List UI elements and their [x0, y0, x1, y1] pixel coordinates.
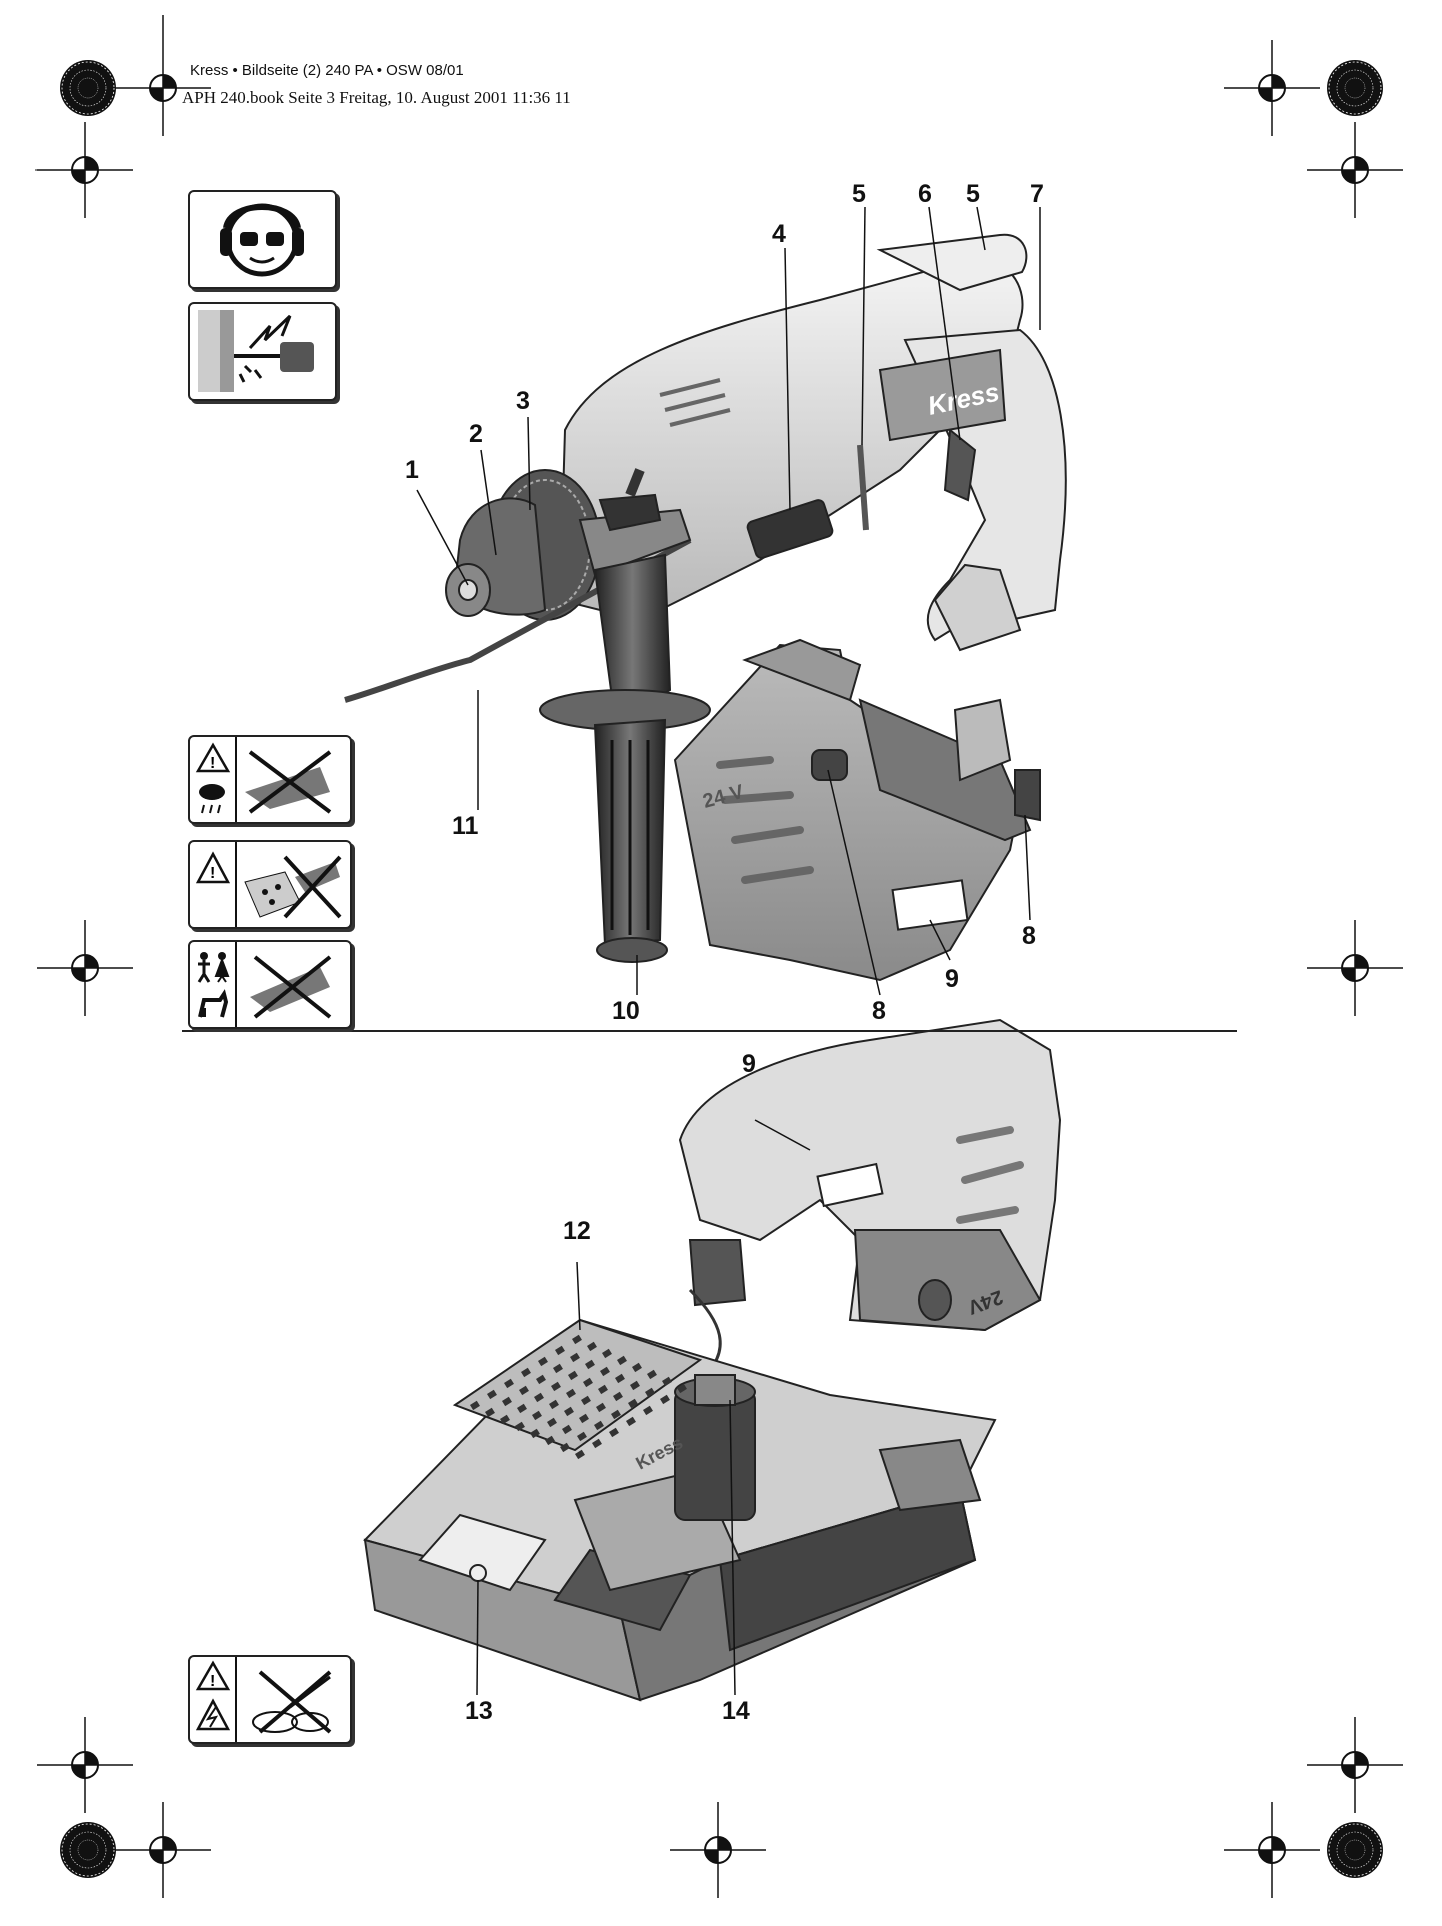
callout-2: 2	[469, 420, 483, 448]
vent-slot	[544, 1435, 555, 1446]
section-divider	[182, 1030, 1237, 1032]
callout-11: 11	[452, 812, 479, 840]
registration-mark-bottom-center	[669, 1801, 767, 1899]
header-line-1: Kress • Bildseite (2) 240 PA • OSW 08/01	[190, 62, 464, 79]
vent-slot	[587, 1341, 597, 1352]
callout-5b: 5	[966, 180, 980, 208]
registration-mark-bottom-right	[1223, 1716, 1404, 1899]
callout-9b: 9	[742, 1050, 756, 1078]
callout-5a: 5	[852, 180, 866, 208]
vent-slot	[612, 1391, 623, 1402]
vent-slot	[598, 1384, 608, 1395]
vent-slot	[536, 1374, 546, 1385]
vent-slot	[582, 1377, 593, 1388]
vent-slot	[533, 1392, 544, 1403]
callout-8a: 8	[872, 997, 886, 1025]
vent-slot	[632, 1362, 642, 1373]
registration-mark-top-right	[1223, 39, 1404, 219]
charger-vent-grid	[470, 1334, 687, 1460]
callout-leader-lines	[416, 206, 1041, 1696]
drilling-dust-icon	[188, 302, 337, 401]
vent-slot	[561, 1424, 572, 1435]
vent-slot	[625, 1416, 636, 1427]
vent-slot	[566, 1388, 576, 1399]
vent-slot	[563, 1406, 574, 1417]
vent-slot	[579, 1413, 589, 1424]
vent-slot	[574, 1449, 585, 1460]
callout-6: 6	[918, 180, 932, 208]
vent-slot	[647, 1369, 657, 1380]
vent-slot	[487, 1389, 497, 1400]
vent-slot	[602, 1348, 612, 1359]
vent-slot	[594, 1420, 604, 1431]
hammer-drill	[344, 233, 1067, 963]
registration-mark-mid-left	[36, 919, 134, 1017]
vent-slot	[517, 1403, 527, 1414]
callout-4: 4	[772, 220, 786, 248]
vent-slot	[547, 1417, 557, 1428]
battery-pack-detached	[678, 1018, 1062, 1332]
svg-text:!: !	[210, 755, 215, 772]
registration-mark-mid-right	[1306, 919, 1404, 1017]
battery-charger	[363, 1288, 997, 1702]
svg-text:!: !	[210, 1673, 215, 1690]
svg-text:!: !	[210, 865, 215, 882]
vent-slot	[645, 1387, 655, 1398]
vent-slot	[611, 1409, 621, 1420]
no-electrical-contact-icon: !	[188, 1655, 352, 1744]
vent-slot	[580, 1395, 591, 1406]
vent-slot	[518, 1385, 529, 1396]
ear-eye-protection-icon	[188, 190, 337, 289]
vent-slot	[569, 1352, 580, 1363]
no-dust-material-icon: !	[188, 840, 352, 929]
vent-slot	[550, 1381, 561, 1392]
vent-slot	[549, 1399, 559, 1410]
vent-slot	[572, 1334, 582, 1345]
vent-slot	[567, 1370, 578, 1381]
vent-slot	[502, 1396, 512, 1407]
vent-slot	[661, 1376, 672, 1387]
vent-slot	[537, 1356, 548, 1367]
registration-mark-top-left	[35, 15, 212, 219]
vent-slot	[531, 1410, 542, 1421]
vent-slot	[470, 1400, 480, 1411]
vent-slot	[600, 1366, 610, 1377]
vent-slot	[553, 1363, 563, 1374]
callout-12: 12	[563, 1217, 591, 1245]
callout-3: 3	[516, 387, 530, 415]
keep-children-pets-away-icon	[188, 940, 352, 1029]
callout-10: 10	[612, 997, 640, 1025]
vent-slot	[615, 1373, 625, 1384]
callout-13: 13	[465, 1697, 493, 1725]
vent-slot	[629, 1380, 640, 1391]
vent-slot	[609, 1427, 619, 1438]
vent-slot	[515, 1421, 525, 1432]
callout-7: 7	[1030, 180, 1044, 208]
vent-slot	[555, 1345, 565, 1356]
callout-14: 14	[722, 1697, 750, 1725]
vent-slot	[576, 1431, 587, 1442]
vent-slot	[585, 1359, 595, 1370]
vent-slot	[616, 1355, 627, 1366]
vent-slot	[503, 1378, 514, 1389]
vent-slot	[530, 1428, 540, 1439]
callout-1: 1	[405, 456, 419, 484]
vent-slot	[484, 1407, 495, 1418]
vent-slot	[592, 1438, 602, 1449]
vent-slot	[642, 1405, 653, 1416]
vent-slot	[628, 1398, 638, 1409]
vent-slot	[500, 1414, 510, 1425]
vent-slot	[660, 1394, 670, 1405]
vent-slot	[677, 1383, 687, 1394]
battery-pack-attached	[673, 638, 1041, 982]
no-rain-icon: !	[188, 735, 352, 824]
callout-9a: 9	[945, 965, 959, 993]
registration-mark-bottom-left	[36, 1716, 212, 1899]
callout-8b: 8	[1022, 922, 1036, 950]
vent-slot	[560, 1442, 570, 1453]
vent-slot	[521, 1367, 531, 1378]
header-line-2: APH 240.book Seite 3 Freitag, 10. August…	[182, 88, 571, 107]
vent-slot	[595, 1402, 606, 1413]
